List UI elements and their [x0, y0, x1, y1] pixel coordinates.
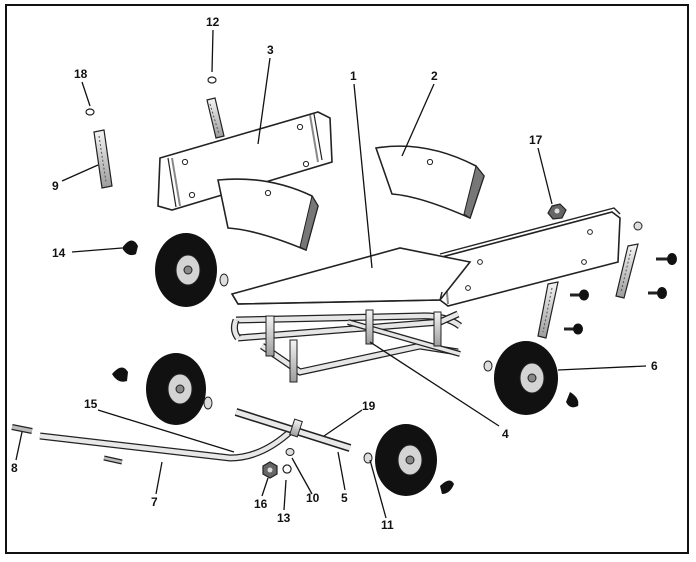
part-12-bracket	[206, 76, 225, 139]
part-9-bracket	[93, 129, 113, 189]
side-panel-left	[217, 178, 319, 252]
label-15: 15	[84, 397, 98, 411]
label-4: 4	[502, 427, 509, 441]
part-17-nut	[547, 203, 567, 220]
label-1: 1	[350, 69, 357, 83]
part-18-washer	[85, 108, 95, 116]
wheel-rear-left	[112, 353, 213, 425]
part-1-cart-bed	[230, 207, 621, 383]
label-17: 17	[529, 133, 543, 147]
wheel-front-right	[363, 424, 454, 496]
label-9: 9	[52, 179, 59, 193]
right-bracket-upper	[615, 221, 643, 299]
wheel-front-left	[122, 233, 229, 307]
part-19-axle-tube	[234, 408, 352, 452]
label-18: 18	[74, 67, 88, 81]
part-13-clip	[282, 464, 292, 474]
part-10-washer	[285, 448, 295, 456]
part-labels: 1 2 3 4 5 6 7 8 9 10 11 12 13 14 15 16 1…	[11, 15, 658, 532]
leader-lines	[15, 29, 647, 519]
bolts-right	[564, 253, 677, 335]
label-5: 5	[341, 491, 348, 505]
label-16: 16	[254, 497, 268, 511]
label-13: 13	[277, 511, 291, 525]
right-bracket-lower	[537, 281, 559, 339]
label-12: 12	[206, 15, 220, 29]
label-11: 11	[381, 518, 394, 532]
label-2: 2	[431, 69, 438, 83]
label-8: 8	[11, 461, 18, 475]
part-2-side-panel	[374, 145, 485, 220]
label-10: 10	[306, 491, 320, 505]
label-6: 6	[651, 359, 658, 373]
label-7: 7	[151, 495, 158, 509]
part-7-handle-bar	[11, 424, 295, 465]
wheel-right	[483, 341, 579, 415]
label-19: 19	[362, 399, 376, 413]
part-16-nut	[262, 461, 278, 479]
label-3: 3	[267, 43, 274, 57]
label-14: 14	[52, 246, 66, 260]
part-3-seat-panel	[157, 111, 333, 211]
